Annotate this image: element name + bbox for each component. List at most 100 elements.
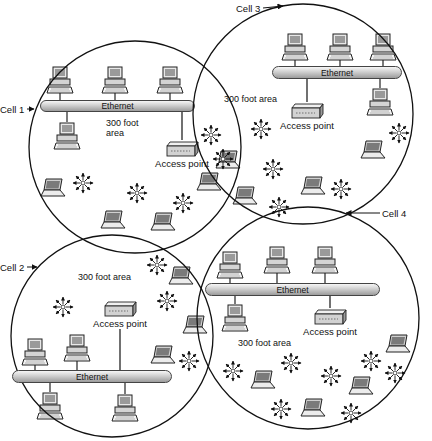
laptop-computer: [361, 141, 385, 158]
access-point-label: Access point: [275, 120, 339, 131]
cell-pointer-arrow: [27, 109, 34, 110]
cell-label: Cell 3: [236, 3, 260, 14]
cell-boundary: [197, 207, 419, 429]
wireless-signal: [157, 291, 177, 311]
ethernet-band: Ethernet: [12, 370, 172, 383]
wireless-signal: [179, 351, 199, 371]
access-point-body: [167, 146, 195, 156]
area-label: 300 foot area: [106, 118, 150, 138]
ethernet-link: [181, 112, 182, 140]
area-label: 300 foot area: [78, 272, 148, 282]
access-point-top: [292, 104, 323, 108]
access-point-lights: [171, 151, 190, 152]
laptop-computer: [41, 179, 65, 196]
access-point-label: Access point: [88, 318, 152, 329]
access-point-side: [320, 104, 323, 118]
cell-label: Cell 4: [382, 208, 406, 219]
access-point-label: Access point: [298, 326, 362, 337]
access-point-icon: [150, 140, 214, 158]
wireless-signal: [331, 179, 351, 199]
access-point-lights: [109, 311, 128, 312]
access-point-top: [315, 310, 346, 314]
access-point: Access point: [275, 102, 339, 131]
desktop-computer: [22, 339, 48, 365]
drop-wire: [66, 112, 67, 122]
wireless-signal: [127, 183, 147, 203]
drop-wire: [324, 273, 325, 283]
desktop-computer: [54, 123, 80, 149]
access-point-side: [343, 310, 346, 324]
cell-boundary: [11, 235, 213, 437]
access-point-body: [105, 306, 133, 316]
access-point: Access point: [298, 308, 362, 337]
ethernet-link: [306, 79, 307, 102]
access-point-icon: [275, 102, 339, 120]
wireless-signal: [213, 149, 233, 169]
drop-wire: [114, 93, 115, 100]
wireless-signal: [73, 173, 93, 193]
ethernet-label: Ethernet: [276, 285, 308, 295]
area-label: 300 foot area: [238, 338, 308, 348]
cell-circle: Cell 4 EthernetAccess point: [196, 206, 420, 430]
cell-outline: [28, 40, 242, 254]
wireless-signal: [269, 197, 289, 217]
cell-circle: Cell 1EthernetAccess point: [28, 40, 242, 254]
wireless-signal: [271, 399, 291, 419]
laptop-computer: [386, 335, 410, 352]
wireless-signal: [321, 366, 341, 386]
desktop-computer: [282, 34, 308, 60]
cell-label: Cell 2: [0, 262, 24, 273]
desktop-computer: [312, 247, 338, 273]
wireless-signal: [201, 125, 221, 145]
laptop-computer: [101, 211, 125, 228]
ethernet-band: Ethernet: [40, 100, 195, 112]
cell-boundary: [29, 41, 241, 253]
access-point: Access point: [150, 140, 214, 169]
wireless-signal: [53, 297, 73, 317]
drop-wire: [379, 79, 380, 88]
laptop-computer: [301, 177, 325, 194]
access-point-top: [167, 142, 198, 146]
access-point-top: [105, 302, 136, 306]
desktop-computer: [264, 247, 290, 273]
desktop-computer: [222, 305, 248, 331]
cell-label: Cell 1: [0, 104, 24, 115]
drop-wire: [76, 361, 77, 370]
drop-wire: [276, 273, 277, 283]
cell-circle: Cell 2EthernetAccess point: [10, 234, 214, 438]
wireless-signal: [389, 123, 409, 143]
laptop-computer: [197, 173, 221, 190]
desktop-computer: [102, 67, 128, 93]
ethernet-label: Ethernet: [321, 68, 353, 78]
laptop-computer: [169, 267, 193, 284]
laptop-computer: [151, 213, 175, 230]
drop-wire: [124, 383, 125, 394]
ethernet-link: [329, 296, 330, 308]
desktop-computer: [157, 67, 183, 93]
access-point-lights: [319, 319, 338, 320]
drop-wire: [59, 93, 60, 100]
wireless-signal: [173, 193, 193, 213]
access-point-side: [133, 302, 136, 316]
laptop-computer: [349, 377, 373, 394]
drop-wire: [169, 93, 170, 100]
desktop-computer: [367, 89, 393, 115]
desktop-computer: [217, 252, 243, 278]
wireless-signal: [147, 255, 167, 275]
wireless-signal: [263, 159, 283, 179]
cell-outline: [196, 206, 420, 430]
laptop-computer: [251, 371, 275, 388]
access-point-body: [292, 108, 320, 118]
wireless-signal: [385, 363, 405, 383]
wireless-signal: [361, 351, 381, 371]
cell-boundary: [193, 4, 413, 224]
area-label: 300 foot area: [224, 94, 294, 104]
ethernet-label: Ethernet: [76, 372, 108, 382]
wireless-signal: [281, 353, 301, 373]
wireless-signal: [223, 361, 243, 381]
ethernet-link: [119, 329, 120, 370]
access-point: Access point: [88, 300, 152, 329]
access-point-icon: [88, 300, 152, 318]
desktop-computer: [64, 335, 90, 361]
